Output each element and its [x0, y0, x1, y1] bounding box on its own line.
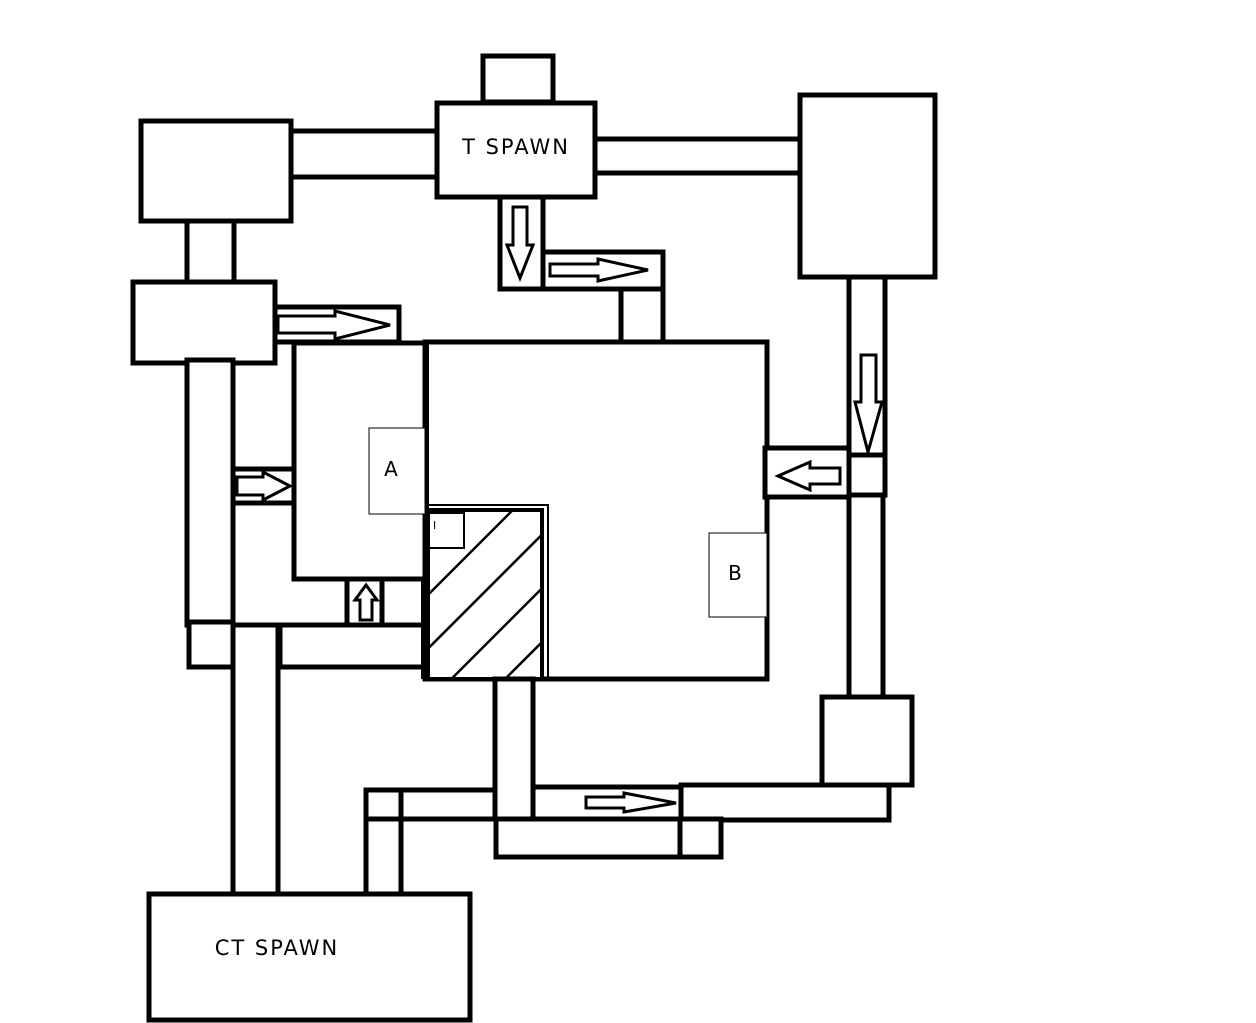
arrow-down-icon [504, 205, 536, 283]
corridor-bottom-left-low [398, 787, 498, 822]
arrow-right-icon [548, 257, 649, 283]
corridor-left-long [184, 357, 236, 628]
room-top-left [138, 118, 294, 224]
corridor-bottom-low [493, 816, 683, 860]
t-spawn-label: T SPAWN [461, 135, 570, 159]
arrow-right-icon [584, 791, 677, 814]
hatched-obstacle [426, 508, 544, 681]
corridor-bottom-left [277, 622, 428, 670]
small-marker-label: I [433, 519, 436, 532]
site-a-label: A [384, 457, 398, 481]
small-box-bottom [677, 816, 724, 860]
corridor-ct-left [230, 622, 281, 899]
corridor-ct-right [363, 816, 404, 898]
corridor-top-right [592, 136, 806, 176]
small-marker-box [428, 512, 465, 549]
room-bottom-right [819, 694, 915, 788]
corridor-bottom-right [678, 782, 892, 823]
arrow-left-icon [774, 459, 842, 493]
t-spawn-annex [480, 53, 556, 105]
small-box-left [186, 619, 236, 670]
small-box-right [846, 452, 888, 498]
site-b-marker [708, 532, 768, 618]
corridor-right-lower [846, 492, 886, 700]
ct-spawn-label: CT SPAWN [215, 936, 340, 960]
site-b-label: B [728, 561, 742, 585]
corridor-to-mid [618, 286, 666, 345]
ct-spawn-room [146, 891, 473, 1023]
corridor-left-connector [184, 218, 237, 285]
arrow-right-icon [235, 469, 294, 503]
arrow-up-icon [352, 582, 380, 622]
room-top-right [797, 92, 938, 280]
corridor-main-down [492, 676, 536, 822]
small-box-ct [363, 787, 404, 822]
site-a-marker [368, 427, 426, 515]
arrow-down-icon [853, 353, 884, 458]
room-left-mid [130, 279, 278, 366]
arrow-right-icon [276, 309, 391, 341]
corridor-top-left [288, 128, 440, 180]
